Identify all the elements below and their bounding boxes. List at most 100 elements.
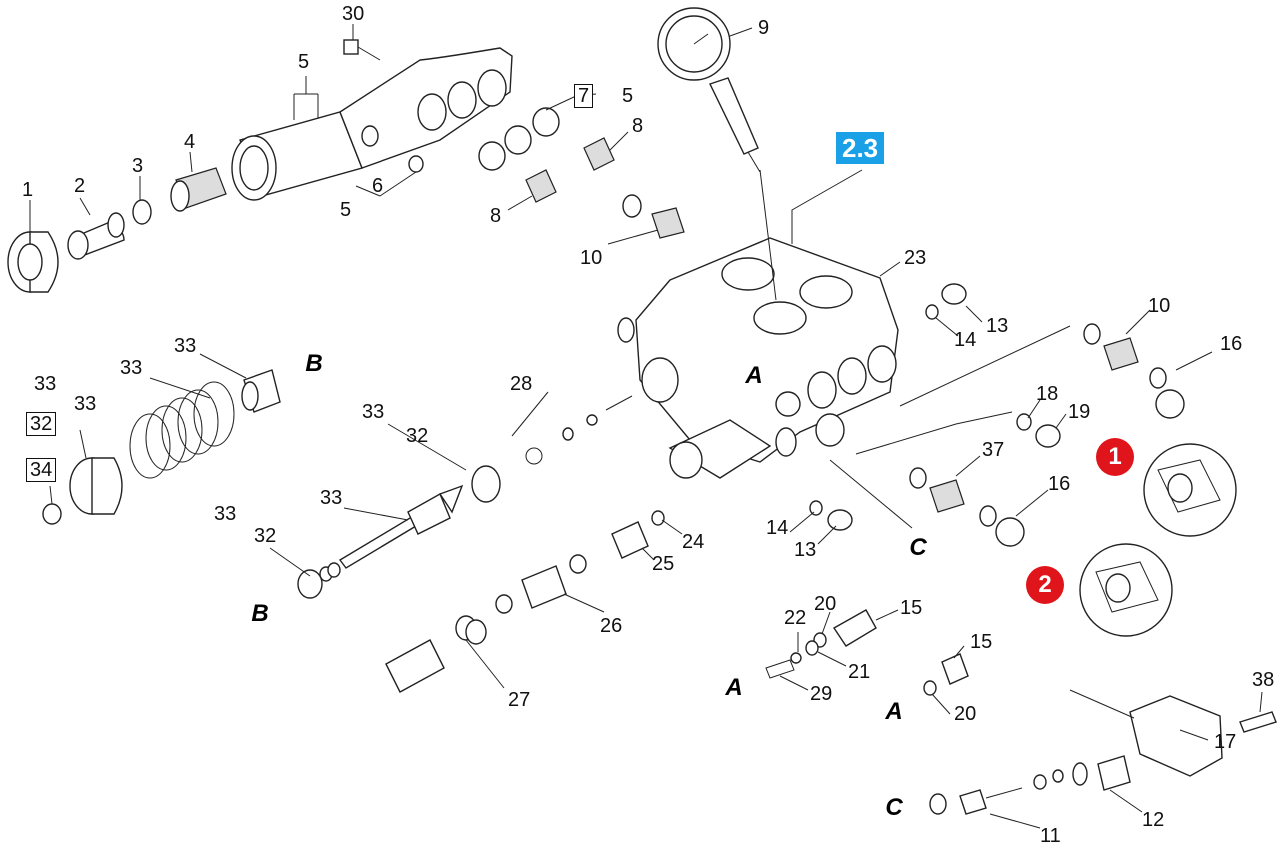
detail-marker-1: 1 <box>1096 438 1134 476</box>
hose-adapter-part-2 <box>67 212 125 260</box>
piston-part-33 <box>338 484 464 569</box>
callout-10-upper: 10 <box>580 247 603 269</box>
valve-part-15a <box>832 609 877 647</box>
callout-33-seal: 33 <box>174 335 197 357</box>
o-rings-part-7 <box>478 107 560 171</box>
o-ring-part-3 <box>132 199 152 225</box>
callout-8-upper: 8 <box>632 115 644 137</box>
spring-part-33 <box>129 381 235 479</box>
o-ring-part-24 <box>651 510 665 526</box>
piston-seal-part-33 <box>241 369 281 413</box>
o-ring-part-21 <box>805 640 819 656</box>
check-valve-part-10a <box>651 207 685 239</box>
callout-12: 12 <box>1142 809 1165 831</box>
seal-part-34 <box>42 503 62 525</box>
callout-3: 3 <box>132 155 144 177</box>
callout-22: 22 <box>784 607 807 629</box>
section-ref-badge[interactable]: 2.3 <box>836 132 885 164</box>
screw-part-30 <box>343 39 381 61</box>
callout-4: 4 <box>184 131 196 153</box>
callout-20-upper: 20 <box>814 593 837 615</box>
boxed-callout-32: 32 <box>26 412 57 436</box>
plug-part-16a <box>1155 389 1185 419</box>
screw-part-38 <box>1239 711 1277 733</box>
callout-24: 24 <box>682 531 705 553</box>
connection-ref-b-lower: B <box>251 600 269 627</box>
callout-17: 17 <box>1214 731 1237 753</box>
detail-marker-2: 2 <box>1026 566 1064 604</box>
valve-part-8b <box>525 169 557 203</box>
plug-part-16b <box>995 517 1025 547</box>
check-valve-part-37 <box>929 479 965 513</box>
valve-part-27 <box>385 615 487 693</box>
valve-part-8a <box>583 137 615 171</box>
callout-5-housing: 5 <box>298 51 310 73</box>
o-ring-part-37 <box>909 467 927 489</box>
callout-11: 11 <box>1040 825 1061 847</box>
o-ring-part-14b <box>809 500 823 516</box>
o-ring-part-14a <box>925 304 939 320</box>
callout-16-upper: 16 <box>1220 333 1243 355</box>
plug-part-13b <box>827 509 853 531</box>
callout-14-lower: 14 <box>766 517 789 539</box>
nut-part-1 <box>7 231 59 293</box>
callout-13-upper: 13 <box>986 315 1009 337</box>
spring-seat-part-33 <box>69 457 123 515</box>
callout-1: 1 <box>22 179 34 201</box>
callout-33-left: 33 <box>34 373 57 395</box>
ring-part-32 <box>471 465 501 503</box>
callout-14-upper: 14 <box>954 329 977 351</box>
switch-housing-part-17 <box>1069 689 1223 777</box>
callout-18: 18 <box>1036 383 1059 405</box>
filter-part-4 <box>170 167 227 212</box>
connection-ref-b-upper: B <box>305 350 323 377</box>
callout-32-ring: 32 <box>406 425 429 447</box>
spring-part-29 <box>765 659 795 679</box>
o-ring-part-6 <box>408 155 424 173</box>
connection-ref-c-piston: C <box>885 794 903 821</box>
callout-16-lower: 16 <box>1048 473 1071 495</box>
callout-26: 26 <box>600 615 623 637</box>
callout-9: 9 <box>758 17 770 39</box>
check-valve-part-10b <box>1103 337 1139 371</box>
valve-part-28 <box>525 395 633 465</box>
o-ring-part-16b <box>979 505 997 527</box>
leader-lines <box>29 24 1263 829</box>
callout-10-right: 10 <box>1148 295 1171 317</box>
callout-15-lower: 15 <box>970 631 993 653</box>
suction-housing-part-5 <box>231 47 513 201</box>
callout-32-orings: 32 <box>254 525 277 547</box>
boxed-callout-34: 34 <box>26 458 57 482</box>
callout-5-right: 5 <box>622 85 634 107</box>
callout-21: 21 <box>848 661 871 683</box>
plug-part-13a <box>941 283 967 305</box>
boxed-callout-7: 7 <box>574 84 594 108</box>
callout-33-orings: 33 <box>214 503 237 525</box>
valve-part-26 <box>495 554 587 614</box>
callout-33-seat: 33 <box>74 393 97 415</box>
callout-2: 2 <box>74 175 86 197</box>
callout-28: 28 <box>510 373 533 395</box>
callout-27: 27 <box>508 689 531 711</box>
sensor-part-12 <box>1072 755 1131 791</box>
callout-19: 19 <box>1068 401 1091 423</box>
callout-33-piston: 33 <box>320 487 343 509</box>
connection-ref-a-spring: A <box>725 674 743 701</box>
callout-29: 29 <box>810 683 833 705</box>
callout-13-lower: 13 <box>794 539 817 561</box>
pump-head-part-23 <box>617 237 899 479</box>
o-ring-part-10a <box>622 194 642 218</box>
valve-part-15b <box>941 653 969 685</box>
callout-38: 38 <box>1252 669 1275 691</box>
connection-ref-c-manifold: C <box>909 534 927 561</box>
callout-20-lower: 20 <box>954 703 977 725</box>
connection-ref-a-valve: A <box>885 698 903 725</box>
ball-part-22 <box>790 652 802 664</box>
o-ring-part-10b <box>1083 323 1101 345</box>
callout-30: 30 <box>342 3 365 25</box>
callout-5-left: 5 <box>340 199 352 221</box>
o-ring-part-20b <box>923 680 937 696</box>
callout-15-upper: 15 <box>900 597 923 619</box>
